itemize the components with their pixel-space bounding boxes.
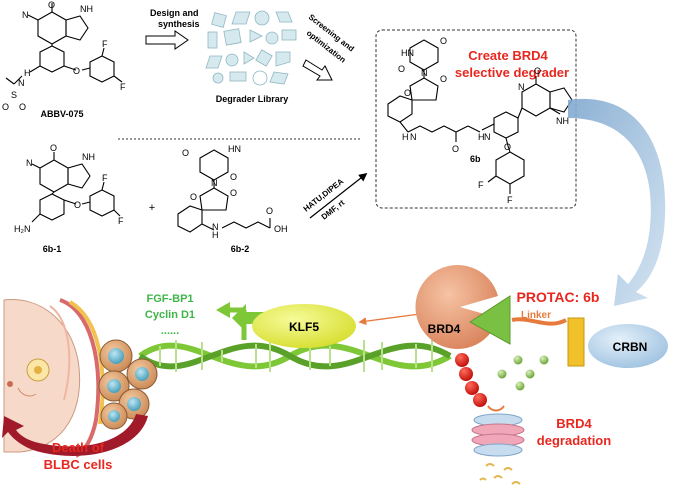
step-label-design: Design and: [150, 8, 199, 18]
degradation-label-line2: degradation: [537, 433, 611, 448]
atom-label: NH: [80, 4, 93, 14]
atom-label: F: [118, 216, 124, 226]
box-title-line2: selective degrader: [455, 65, 569, 80]
atom-label: HN: [401, 48, 414, 58]
atom-label: H: [478, 132, 485, 142]
compound-6b2-structure: [177, 149, 271, 233]
atom-label: N: [26, 158, 33, 168]
atom-label: O: [50, 143, 57, 153]
atom-label: N: [22, 10, 29, 20]
compound-label-6b: 6b: [470, 154, 481, 164]
atom-label: F: [507, 195, 513, 205]
green-arrowhead: [216, 302, 230, 318]
atom-label: F: [478, 180, 484, 190]
atom-label: N: [410, 132, 417, 142]
atom-label: N: [212, 222, 219, 232]
protac-label: PROTAC: 6b: [517, 289, 600, 305]
target-gene-ellipsis: ......: [161, 325, 179, 337]
atom-label: H: [212, 230, 219, 240]
library-label: Degrader Library: [216, 94, 289, 104]
atom-label: O: [504, 142, 511, 152]
klf5-label: KLF5: [289, 320, 319, 334]
degrader-design-box: [375, 29, 577, 209]
protac-linker: [511, 317, 567, 326]
tumor-cells: [98, 339, 158, 430]
atom-label: O: [452, 144, 459, 154]
atom-label: O: [182, 148, 189, 158]
plus-sign: +: [149, 202, 155, 214]
degrader-library-shapes: [205, 10, 297, 86]
open-arrow-screening: [302, 59, 333, 81]
atom-label: F: [120, 82, 126, 92]
ubiquitin-chain: [455, 353, 487, 407]
peptide-fragments: [479, 463, 521, 485]
proteasome: [471, 405, 525, 457]
atom-label: H: [402, 132, 409, 142]
atom-label: S: [11, 90, 17, 100]
atom-label: H₂N: [14, 224, 31, 234]
step-label-synthesis: synthesis: [158, 19, 200, 29]
orange-regulation-arrow: [358, 313, 421, 326]
linker-label: Linker: [521, 310, 551, 321]
curved-blue-arrow: [568, 98, 666, 307]
atom-label: N: [484, 132, 491, 142]
death-label-line2: BLBC cells: [44, 457, 113, 472]
crbn-label: CRBN: [613, 340, 648, 354]
reaction-arrow: [309, 172, 368, 219]
atom-label: O: [48, 0, 55, 10]
compound-label-6b2: 6b-2: [231, 244, 250, 254]
atom-label: F: [102, 39, 108, 49]
dna-helix: [138, 340, 452, 372]
death-arrow: [2, 414, 148, 456]
atom-label: NH: [556, 116, 569, 126]
atom-label: OH: [274, 224, 288, 234]
atom-label: O: [190, 192, 197, 202]
compound-6b-structure: [387, 39, 573, 194]
atom-label: O: [73, 66, 80, 76]
klf5-protein: [252, 304, 356, 348]
crbn-protein: [588, 324, 668, 368]
compound-6b1-structure: [31, 152, 121, 223]
crbn-ligand: [567, 317, 585, 367]
atom-label: N: [518, 82, 525, 92]
box-title-line1: Create BRD4: [468, 48, 548, 63]
atom-label: N: [211, 178, 218, 188]
reagents-line2: DMF, rt: [320, 198, 347, 222]
atom-label: HN: [228, 144, 241, 154]
death-label-line1: Death of: [52, 440, 105, 455]
abbv-075-structure: [5, 3, 123, 85]
free-ubiquitin: [497, 355, 549, 391]
atom-label: O: [74, 200, 81, 210]
atom-label: O: [2, 102, 9, 112]
brd4-label: BRD4: [428, 322, 461, 336]
compound-label-abbv075: ABBV-075: [40, 109, 83, 119]
atom-label: O: [19, 102, 26, 112]
brd4-protein: [415, 265, 498, 350]
atom-label: O: [440, 74, 447, 84]
atom-label: O: [230, 188, 237, 198]
atom-label: F: [102, 173, 108, 183]
atom-label: H: [24, 68, 31, 78]
atom-label: O: [398, 64, 405, 74]
protac-warhead: [469, 295, 511, 345]
degradation-label-line1: BRD4: [556, 416, 592, 431]
breast-illustration: [3, 298, 105, 458]
atom-label: O: [230, 172, 237, 182]
atom-label: N: [18, 78, 25, 88]
atom-label: O: [266, 206, 273, 216]
target-gene-cyclind1: Cyclin D1: [145, 309, 195, 321]
compound-label-6b1: 6b-1: [43, 244, 62, 254]
atom-label: N: [421, 68, 428, 78]
atom-label: O: [404, 88, 411, 98]
target-gene-fgfbp1: FGF-BP1: [146, 293, 193, 305]
open-arrow-design: [145, 30, 189, 50]
atom-label: NH: [82, 152, 95, 162]
atom-label: O: [440, 36, 447, 46]
atom-label: O: [534, 66, 541, 76]
